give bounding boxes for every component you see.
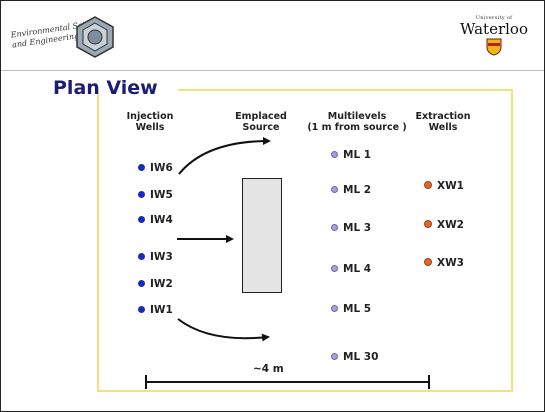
injection-well-dot: [138, 305, 145, 313]
multilevel: ML 30: [331, 351, 378, 363]
injection-well: IW2: [138, 278, 173, 290]
extraction-wells-heading: Extraction Wells: [415, 111, 471, 133]
extraction-well-dot: [424, 258, 432, 266]
multilevel-dot: [331, 352, 338, 360]
multilevel-dot: [331, 304, 338, 312]
multilevels-heading: Multilevels (1 m from source ): [307, 111, 407, 133]
multilevel-dot: [331, 185, 338, 193]
scale-bar: [145, 375, 430, 389]
multilevel: ML 3: [331, 222, 371, 234]
injection-well-dot: [138, 163, 145, 171]
injection-well: IW4: [138, 214, 173, 226]
header: Environmental Science and Engineering Un…: [1, 1, 544, 71]
extraction-well: XW3: [424, 257, 464, 269]
multilevel-dot: [331, 150, 338, 158]
logo-small-text: University of: [475, 15, 513, 21]
extraction-well: XW2: [424, 219, 464, 231]
injection-well: IW6: [138, 162, 173, 174]
injection-wells-heading: Injection Wells: [126, 111, 174, 133]
multilevel-dot: [331, 223, 338, 231]
extraction-well-dot: [424, 181, 432, 189]
top-curved-arrow: [178, 137, 271, 175]
injection-well: IW1: [138, 304, 173, 316]
injection-well-dot: [138, 215, 145, 223]
diagram-frame: [97, 89, 513, 392]
university-of-waterloo-logo: University of Waterloo: [454, 15, 534, 65]
header-divider: [1, 70, 544, 71]
environmental-science-logo: Environmental Science and Engineering: [10, 15, 121, 65]
extraction-well-dot: [424, 220, 432, 228]
emplaced-source-heading: Emplaced Source: [235, 111, 287, 133]
page-title: Plan View: [53, 77, 158, 99]
multilevel: ML 1: [331, 149, 371, 161]
shield-icon: [486, 38, 502, 56]
scale-label: ~4 m: [253, 363, 284, 375]
logo-big-text: Waterloo: [460, 20, 528, 38]
extraction-well: XW1: [424, 180, 464, 192]
injection-well-dot: [138, 279, 145, 287]
bottom-curved-arrow: [177, 318, 270, 342]
injection-well: IW5: [138, 189, 173, 201]
multilevel-dot: [331, 264, 338, 272]
multilevel: ML 4: [331, 263, 371, 275]
injection-well: IW3: [138, 251, 173, 263]
seal-icon: [76, 16, 114, 58]
injection-well-dot: [138, 252, 145, 260]
multilevel: ML 5: [331, 303, 371, 315]
emplaced-source-block: [242, 178, 282, 293]
injection-well-dot: [138, 190, 145, 198]
multilevel: ML 2: [331, 184, 371, 196]
